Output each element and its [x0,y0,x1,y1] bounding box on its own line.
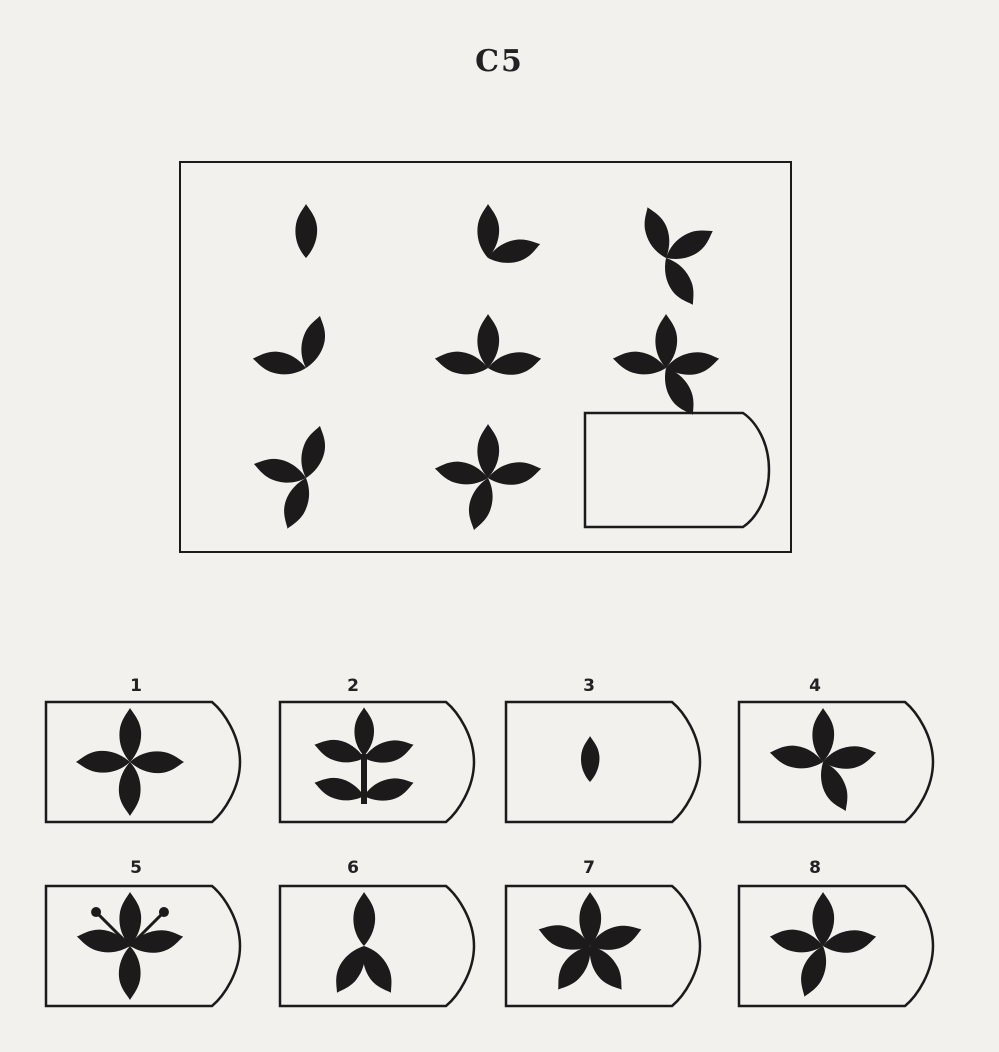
option-card-outline [737,884,935,1008]
petal-shape [801,946,827,997]
option-number-3: 3 [583,676,595,696]
stem-shape [361,754,367,804]
petal-shape [538,925,590,950]
petal-shape [665,258,694,305]
answer-blank-slot [583,411,773,529]
petal-shape [477,314,500,368]
petal-shape [76,750,130,773]
matrix-cell-r2c1 [231,303,381,423]
petal-shape [252,351,306,375]
matrix-cell-r3c1 [231,413,381,533]
petal-shape [284,478,310,529]
matrix-cell-r1c1 [231,193,381,313]
option-number-6: 6 [347,858,359,878]
petal-shape [314,739,364,763]
matrix-cell-r3c2 [413,413,563,533]
petal-shape [812,708,835,762]
option-card-outline [737,700,935,824]
option-number-7: 7 [583,858,595,878]
petal-shape [580,736,600,782]
petal-shape [821,762,848,811]
petal-shape [665,368,694,415]
petal-shape [354,707,375,756]
option-number-8: 8 [809,858,821,878]
petal-shape [812,892,835,946]
petal-shape [353,892,376,946]
petal-shape [295,204,318,258]
petal-shape [434,351,488,375]
matrix-cell-r1c2 [413,193,563,313]
petal-shape [477,204,500,258]
petal-shape [823,930,877,953]
petal-shape [130,930,184,953]
matrix-frame [179,161,792,553]
petal-shape [364,778,414,801]
petal-shape [130,751,184,774]
petal-shape [488,239,541,263]
petal-shape [336,946,365,993]
petal-shape [488,352,542,375]
answer-option-2[interactable] [278,700,478,824]
option-card-outline [504,700,702,824]
petal-shape [579,892,602,946]
petal-shape [666,230,713,259]
answer-option-8[interactable] [737,884,937,1008]
petal-shape [823,746,877,769]
petal-shape [468,478,493,531]
petal-shape [655,314,678,368]
option-card-outline [504,884,702,1008]
petal-shape [119,892,142,946]
stamen-shape [128,907,169,948]
petal-shape [76,929,130,953]
petal-shape [666,352,720,375]
option-card-outline [278,700,476,824]
petal-shape [118,946,141,1000]
option-number-1: 1 [130,676,142,696]
option-number-5: 5 [130,858,142,878]
petal-shape [477,424,500,478]
petal-shape [301,425,326,478]
petal-shape [590,925,642,950]
petal-shape [589,946,622,990]
petal-shape [314,777,364,801]
petal-shape [644,207,670,258]
page-title: C5 [475,44,524,79]
petal-shape [118,762,141,816]
petal-shape [253,458,306,483]
option-number-2: 2 [347,676,359,696]
answer-option-1[interactable] [44,700,244,824]
option-card-outline [44,700,242,824]
answer-option-7[interactable] [504,884,704,1008]
answer-option-4[interactable] [737,700,937,824]
petal-shape [769,745,823,769]
blank-slot-outline [583,411,771,529]
matrix-cell-r2c3 [591,303,741,423]
stamen-shape [91,907,132,948]
petal-shape [119,708,142,762]
petal-shape [612,351,666,375]
answer-option-6[interactable] [278,884,478,1008]
petal-shape [434,461,488,485]
petal-shape [364,740,414,763]
matrix-cell-r1c3 [591,193,741,313]
petal-shape [558,946,591,990]
petal-shape [488,462,542,485]
answer-option-3[interactable] [504,700,704,824]
petal-shape [363,946,392,993]
petal-shape [301,315,326,368]
answer-option-5[interactable] [44,884,244,1008]
option-number-4: 4 [809,676,821,696]
matrix-cell-r2c2 [413,303,563,423]
option-card-outline [278,884,476,1008]
option-card-outline [44,884,242,1008]
petal-shape [769,929,823,953]
